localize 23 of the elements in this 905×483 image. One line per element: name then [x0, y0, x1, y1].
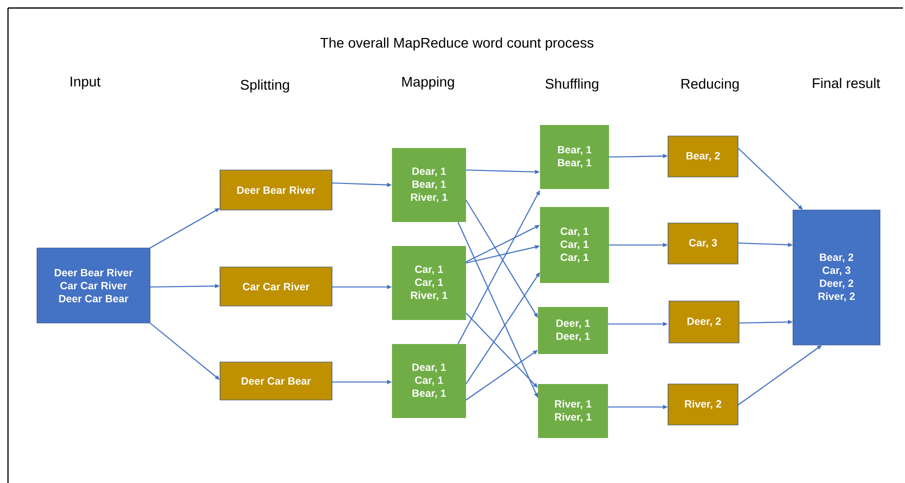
- key-value-box: Deer, 1 Deer, 1: [538, 307, 608, 354]
- column-heading: Splitting: [240, 79, 289, 93]
- key-value-box: Dear, 1 Car, 1 Bear, 1: [392, 344, 466, 418]
- process-box: Deer, 2: [668, 300, 740, 344]
- key-value-box: Bear, 1 Bear, 1: [540, 125, 609, 189]
- input-box: Deer Bear River Car Car River Deer Car Bear: [36, 248, 150, 324]
- column-heading: Final result: [812, 78, 880, 88]
- input-box: Bear, 2 Car, 3 Deer, 2 River, 2: [792, 210, 880, 346]
- column-heading: Shuffling: [546, 78, 598, 92]
- key-value-box: Car, 1 Car, 1 River, 1: [392, 246, 466, 320]
- process-box: Car Car River: [220, 266, 332, 306]
- column-heading: Mapping: [402, 76, 454, 90]
- key-value-box: Car, 1 Car, 1 Car, 1: [540, 207, 609, 283]
- key-value-box: River, 1 River, 1: [538, 384, 608, 438]
- process-box: Bear, 2: [668, 136, 738, 178]
- title: The overall MapReduce word count process: [320, 37, 594, 51]
- process-box: River, 2: [668, 384, 738, 426]
- process-box: Car, 3: [668, 222, 738, 264]
- column-heading: Input: [70, 76, 100, 90]
- column-heading: Reducing: [682, 78, 739, 92]
- key-value-box: Dear, 1 Bear, 1 River, 1: [392, 148, 466, 222]
- process-box: Deer Bear River: [220, 170, 332, 210]
- process-box: Deer Car Bear: [220, 362, 332, 400]
